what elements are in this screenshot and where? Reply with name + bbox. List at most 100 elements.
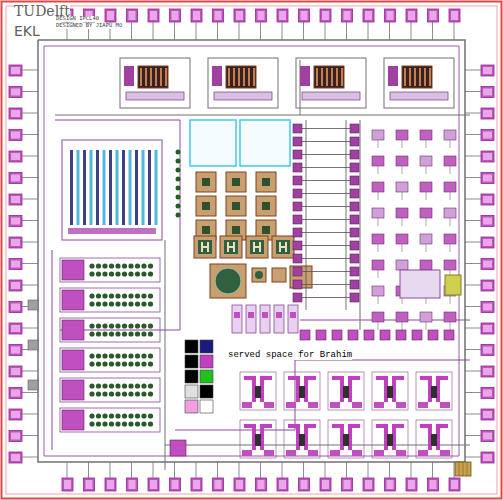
via	[89, 331, 94, 336]
pad-opening	[172, 480, 179, 489]
metal-wire	[426, 218, 427, 226]
metal-wire	[465, 285, 481, 286]
metal-wire	[465, 113, 481, 114]
pad-opening	[322, 11, 329, 20]
metal-wire	[22, 177, 38, 178]
probe-pad	[440, 402, 450, 408]
bond-pad	[299, 9, 310, 22]
bond-pad	[62, 478, 73, 491]
device-core	[250, 240, 264, 254]
metal-wire	[196, 22, 197, 40]
metal-wire	[465, 177, 481, 178]
metal-wire	[303, 22, 304, 40]
transistor-finger	[129, 150, 132, 225]
test-structure	[240, 420, 276, 458]
transistor-finger	[70, 150, 73, 225]
bond-pad	[9, 108, 22, 119]
metal-wire	[153, 22, 154, 40]
bond-pad	[9, 237, 22, 248]
metal-wire	[378, 270, 379, 278]
device-arm	[350, 426, 360, 450]
via	[89, 293, 94, 298]
device-arm	[438, 426, 448, 450]
pad-opening	[11, 67, 20, 74]
transistor-array	[226, 66, 256, 88]
test-device	[210, 264, 246, 298]
bond-pad	[481, 194, 494, 205]
metal-wire	[165, 445, 470, 446]
pad-opening	[483, 282, 492, 289]
via	[141, 361, 146, 366]
reserved-area	[190, 120, 236, 166]
bond-pad	[9, 87, 22, 98]
via	[89, 353, 94, 358]
metal-wire	[282, 22, 283, 40]
metal-line	[302, 193, 350, 194]
metal-line	[302, 128, 350, 129]
metal-wire	[432, 462, 433, 478]
bond-pad	[342, 478, 353, 491]
metal-wire	[67, 462, 68, 478]
test-device	[256, 196, 276, 216]
contact-block	[234, 312, 240, 318]
circuit-block	[384, 58, 454, 108]
metal-line	[302, 297, 350, 298]
device-core	[299, 434, 305, 446]
via	[115, 353, 120, 358]
transistor-finger	[96, 150, 99, 225]
via	[96, 271, 101, 276]
layer-test-square	[185, 340, 198, 353]
via	[96, 263, 101, 268]
gate-finger	[150, 68, 152, 86]
pad-opening	[193, 11, 200, 20]
via	[96, 413, 101, 418]
metal-wire	[239, 22, 240, 40]
probe-pad	[396, 156, 408, 166]
device-core	[262, 226, 270, 234]
bond-pad	[481, 87, 494, 98]
probe-pad	[293, 254, 302, 263]
metal-wire	[426, 140, 427, 148]
device-core	[262, 202, 270, 210]
via	[176, 195, 181, 200]
device-arm	[438, 378, 448, 402]
bond-pad	[170, 478, 181, 491]
transistor-finger	[109, 150, 112, 225]
metal-wire	[22, 156, 38, 157]
bond-pad	[9, 173, 22, 184]
device-arm	[376, 426, 386, 450]
via	[141, 271, 146, 276]
via	[96, 391, 101, 396]
metal-wire	[450, 192, 451, 200]
probe-pad	[420, 182, 432, 192]
probe-pad	[348, 330, 358, 340]
bond-pad	[9, 366, 22, 377]
bond-pad	[428, 9, 439, 22]
probe-pad	[286, 450, 296, 456]
bond-pad	[481, 108, 494, 119]
metal-line	[302, 154, 350, 155]
pad-opening	[451, 11, 458, 20]
bond-pad	[105, 478, 116, 491]
bond-pad	[127, 478, 138, 491]
bond-pad	[191, 478, 202, 491]
bond-pad	[234, 9, 245, 22]
gate-finger	[341, 68, 343, 86]
via	[135, 353, 140, 358]
pad-opening	[11, 304, 20, 311]
probe-pad	[293, 293, 302, 302]
via	[141, 391, 146, 396]
device-core	[343, 386, 349, 398]
gate-finger	[409, 68, 411, 86]
device-arm	[376, 378, 386, 402]
via	[96, 293, 101, 298]
probe-pad	[444, 208, 456, 218]
gate-finger	[336, 68, 338, 86]
pad-opening	[11, 218, 20, 225]
metal-wire	[22, 220, 38, 221]
probe-pad	[293, 202, 302, 211]
metal-line	[302, 141, 350, 142]
metal-wire	[454, 462, 455, 478]
metal-wire	[432, 22, 433, 40]
device-arm	[420, 426, 430, 450]
